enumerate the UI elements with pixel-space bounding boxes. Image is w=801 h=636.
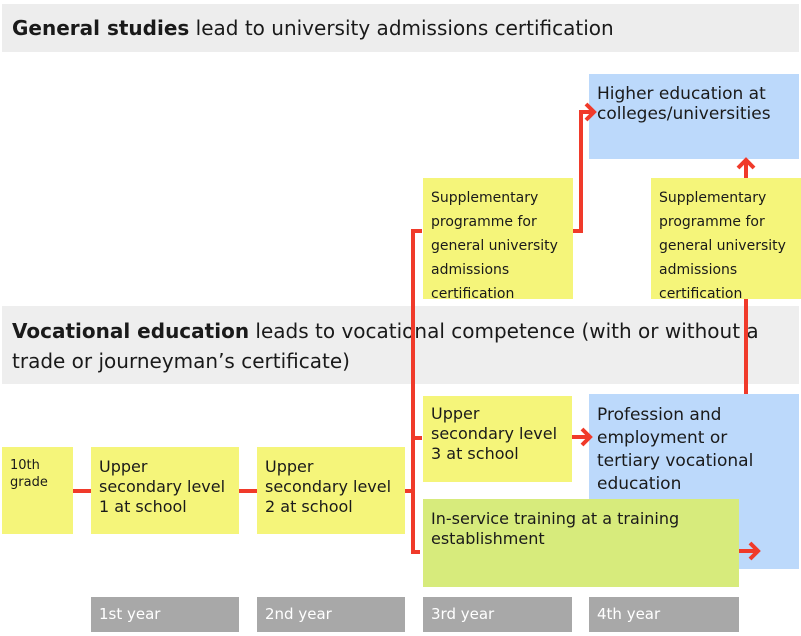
year-label-2: 2nd year (257, 597, 405, 632)
upper-secondary-level-3-label: Upper secondary level 3 at school (431, 404, 558, 463)
vocational-education-subtitle: leads to vocational competence (with or … (12, 319, 759, 373)
upper-secondary-level-3-box: Upper secondary level 3 at school (423, 396, 572, 482)
in-service-training-box: In-service training at a training establ… (423, 499, 739, 587)
connector-supp1-to-higher (573, 110, 594, 233)
year-label-3: 3rd year (423, 597, 572, 632)
upper-secondary-level-2-box: Upper secondary level 2 at school (257, 447, 405, 534)
in-service-training-label: In-service training at a training establ… (431, 509, 680, 548)
general-studies-title: General studies (12, 16, 190, 40)
supplementary-programme-label-1: Supplementary programme for general univ… (431, 190, 558, 302)
higher-education-label: Higher education at colleges/universitie… (597, 84, 771, 124)
year-label-1: 1st year (91, 597, 239, 632)
tenth-grade-label: 10th grade (10, 458, 48, 490)
tenth-grade-box: 10th grade (2, 447, 73, 534)
arrowhead-higher-2 (736, 157, 756, 170)
vocational-education-title: Vocational education (12, 319, 250, 343)
supplementary-programme-label-2: Supplementary programme for general univ… (659, 190, 786, 302)
arrowhead-inservice (748, 541, 761, 561)
supplementary-programme-box-2: Supplementary programme for general univ… (651, 178, 801, 302)
profession-label: Profession and employment or tertiary vo… (597, 405, 754, 494)
arrowhead-profession (580, 427, 593, 447)
arrowhead-higher (584, 102, 597, 122)
general-studies-band: General studies lead to university admis… (2, 4, 799, 52)
upper-secondary-level-1-box: Upper secondary level 1 at school (91, 447, 239, 534)
general-studies-subtitle: lead to university admissions certificat… (189, 16, 614, 40)
connector-trunk (411, 229, 422, 554)
upper-secondary-level-1-label: Upper secondary level 1 at school (99, 457, 226, 516)
supplementary-programme-box-1: Supplementary programme for general univ… (423, 178, 573, 302)
upper-secondary-level-2-label: Upper secondary level 2 at school (265, 457, 392, 516)
vocational-education-band: Vocational education leads to vocational… (2, 306, 799, 384)
year-label-4: 4th year (589, 597, 739, 632)
higher-education-box: Higher education at colleges/universitie… (589, 74, 799, 159)
